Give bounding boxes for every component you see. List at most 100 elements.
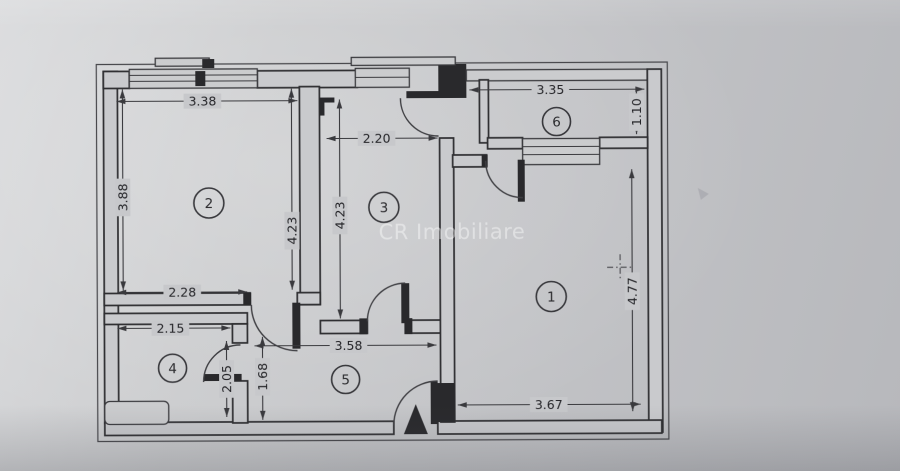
dimension-arrow (336, 99, 343, 109)
wall-hall-right (438, 137, 456, 423)
room3-door-jamb-right (404, 318, 413, 335)
dimension-arrow (119, 89, 126, 99)
entrance-arrow (403, 404, 428, 435)
room4-counter (104, 400, 170, 426)
dimension-label: 4.23 (284, 217, 299, 245)
dimension-label-bg (183, 93, 222, 109)
room-number-circle (157, 353, 188, 384)
dimension-arrow (221, 325, 231, 331)
dimension-arrow (117, 325, 127, 332)
dimension-arrow (635, 86, 645, 92)
dimension-label-bg (329, 337, 368, 354)
exterior-walls (102, 63, 664, 437)
balcony-railing (465, 68, 648, 82)
dimension-arrow (116, 98, 126, 105)
dimension-arrow (457, 402, 467, 408)
wall-top-block (438, 63, 467, 99)
balcony-left-wall (478, 78, 490, 144)
room-number: 6 (552, 114, 561, 130)
dimension-arrow (337, 309, 344, 319)
dimension-label-bg (255, 357, 271, 396)
dimension-arrow (629, 402, 636, 412)
window-room2-glass (129, 74, 258, 76)
wall-right (646, 68, 664, 433)
balcony-door-leaf (406, 91, 439, 99)
dimension-arrow (223, 340, 230, 350)
dimension-label: 3.67 (535, 397, 563, 412)
dimension-label-bg (332, 196, 348, 235)
center-mark (607, 254, 634, 281)
window-balcony-room1 (521, 137, 601, 166)
balcony-door-arc (399, 98, 439, 137)
room-number-circle (541, 106, 572, 137)
dimension-label: 3.58 (335, 338, 363, 353)
room3-door-arc (366, 282, 406, 322)
dimension-arrow (238, 289, 248, 295)
dimension-arrow (223, 407, 230, 417)
wall-room2-room3 (298, 85, 322, 306)
door-arcs (202, 98, 523, 426)
dimension-label-bg (357, 130, 396, 146)
entrance-door-arc (393, 380, 438, 426)
balcony-bottom-a (486, 136, 524, 150)
room2-door-leaf (292, 302, 301, 349)
wall-room4-right-b (231, 380, 249, 424)
room-number-circle (368, 191, 400, 224)
room3-shaft-notch-top (319, 97, 335, 103)
room2-door-arc (250, 304, 298, 352)
plan-outline (95, 61, 670, 443)
dimension-arrow (289, 280, 295, 290)
dimension-label: 3.38 (188, 94, 216, 109)
room1-door-leaf (517, 159, 525, 202)
window-room3-sill (350, 56, 456, 67)
dimension-label-bg (163, 284, 202, 300)
photo-artifact (697, 187, 709, 200)
windows (128, 56, 601, 166)
wall-top-b (256, 69, 359, 89)
wall-top-a (102, 70, 131, 90)
dimension-label: 2.15 (156, 321, 184, 336)
window-room2-sill (154, 57, 210, 67)
dimension-label: 2.05 (219, 365, 234, 393)
room3-door-jamb-left (359, 318, 368, 335)
room1-door-arc (484, 160, 523, 199)
dimension-line (290, 88, 293, 290)
wall-bottom-a (103, 420, 395, 437)
dimension-label-bg (151, 320, 190, 336)
wall-bottom-b (436, 419, 663, 435)
room-number: 3 (380, 200, 389, 216)
dimension-label: 1.10 (629, 98, 644, 126)
dimension-label: 3.88 (115, 183, 130, 211)
entrance-door-leaf (430, 381, 438, 425)
room1-door-jamb-left (481, 154, 488, 167)
wall-room2-bottom-b (296, 291, 322, 306)
dimension-arrow (469, 87, 479, 93)
room-number: 4 (168, 361, 177, 377)
dimension-arrow (259, 336, 266, 346)
window-room2 (128, 68, 259, 90)
dimension-label-bg (529, 396, 568, 413)
dimension-label-bg (115, 178, 131, 217)
dimension-arrow (117, 289, 127, 296)
dimension-arrow (428, 135, 438, 141)
dimension-arrow (288, 97, 298, 104)
interior-walls (103, 78, 649, 426)
dimension-label-bg (531, 81, 570, 98)
dimension-arrow (427, 342, 437, 348)
dimension-label: 1.68 (255, 363, 270, 391)
dimension-arrow (326, 135, 336, 142)
dimension-label-bg (219, 360, 235, 398)
doors (203, 91, 525, 425)
wall-left (102, 70, 120, 425)
room-number: 5 (341, 372, 350, 388)
dimension-annotations: 3.382.203.352.282.153.583.673.884.234.23… (115, 81, 645, 420)
dimension-label: 2.28 (168, 285, 196, 300)
dimension-label: 2.20 (363, 131, 391, 146)
window-room2-glass2 (129, 80, 258, 82)
room2-door-jamb-left (243, 292, 252, 305)
room4-door-arc (202, 344, 241, 383)
dimension-arrow (628, 169, 635, 179)
